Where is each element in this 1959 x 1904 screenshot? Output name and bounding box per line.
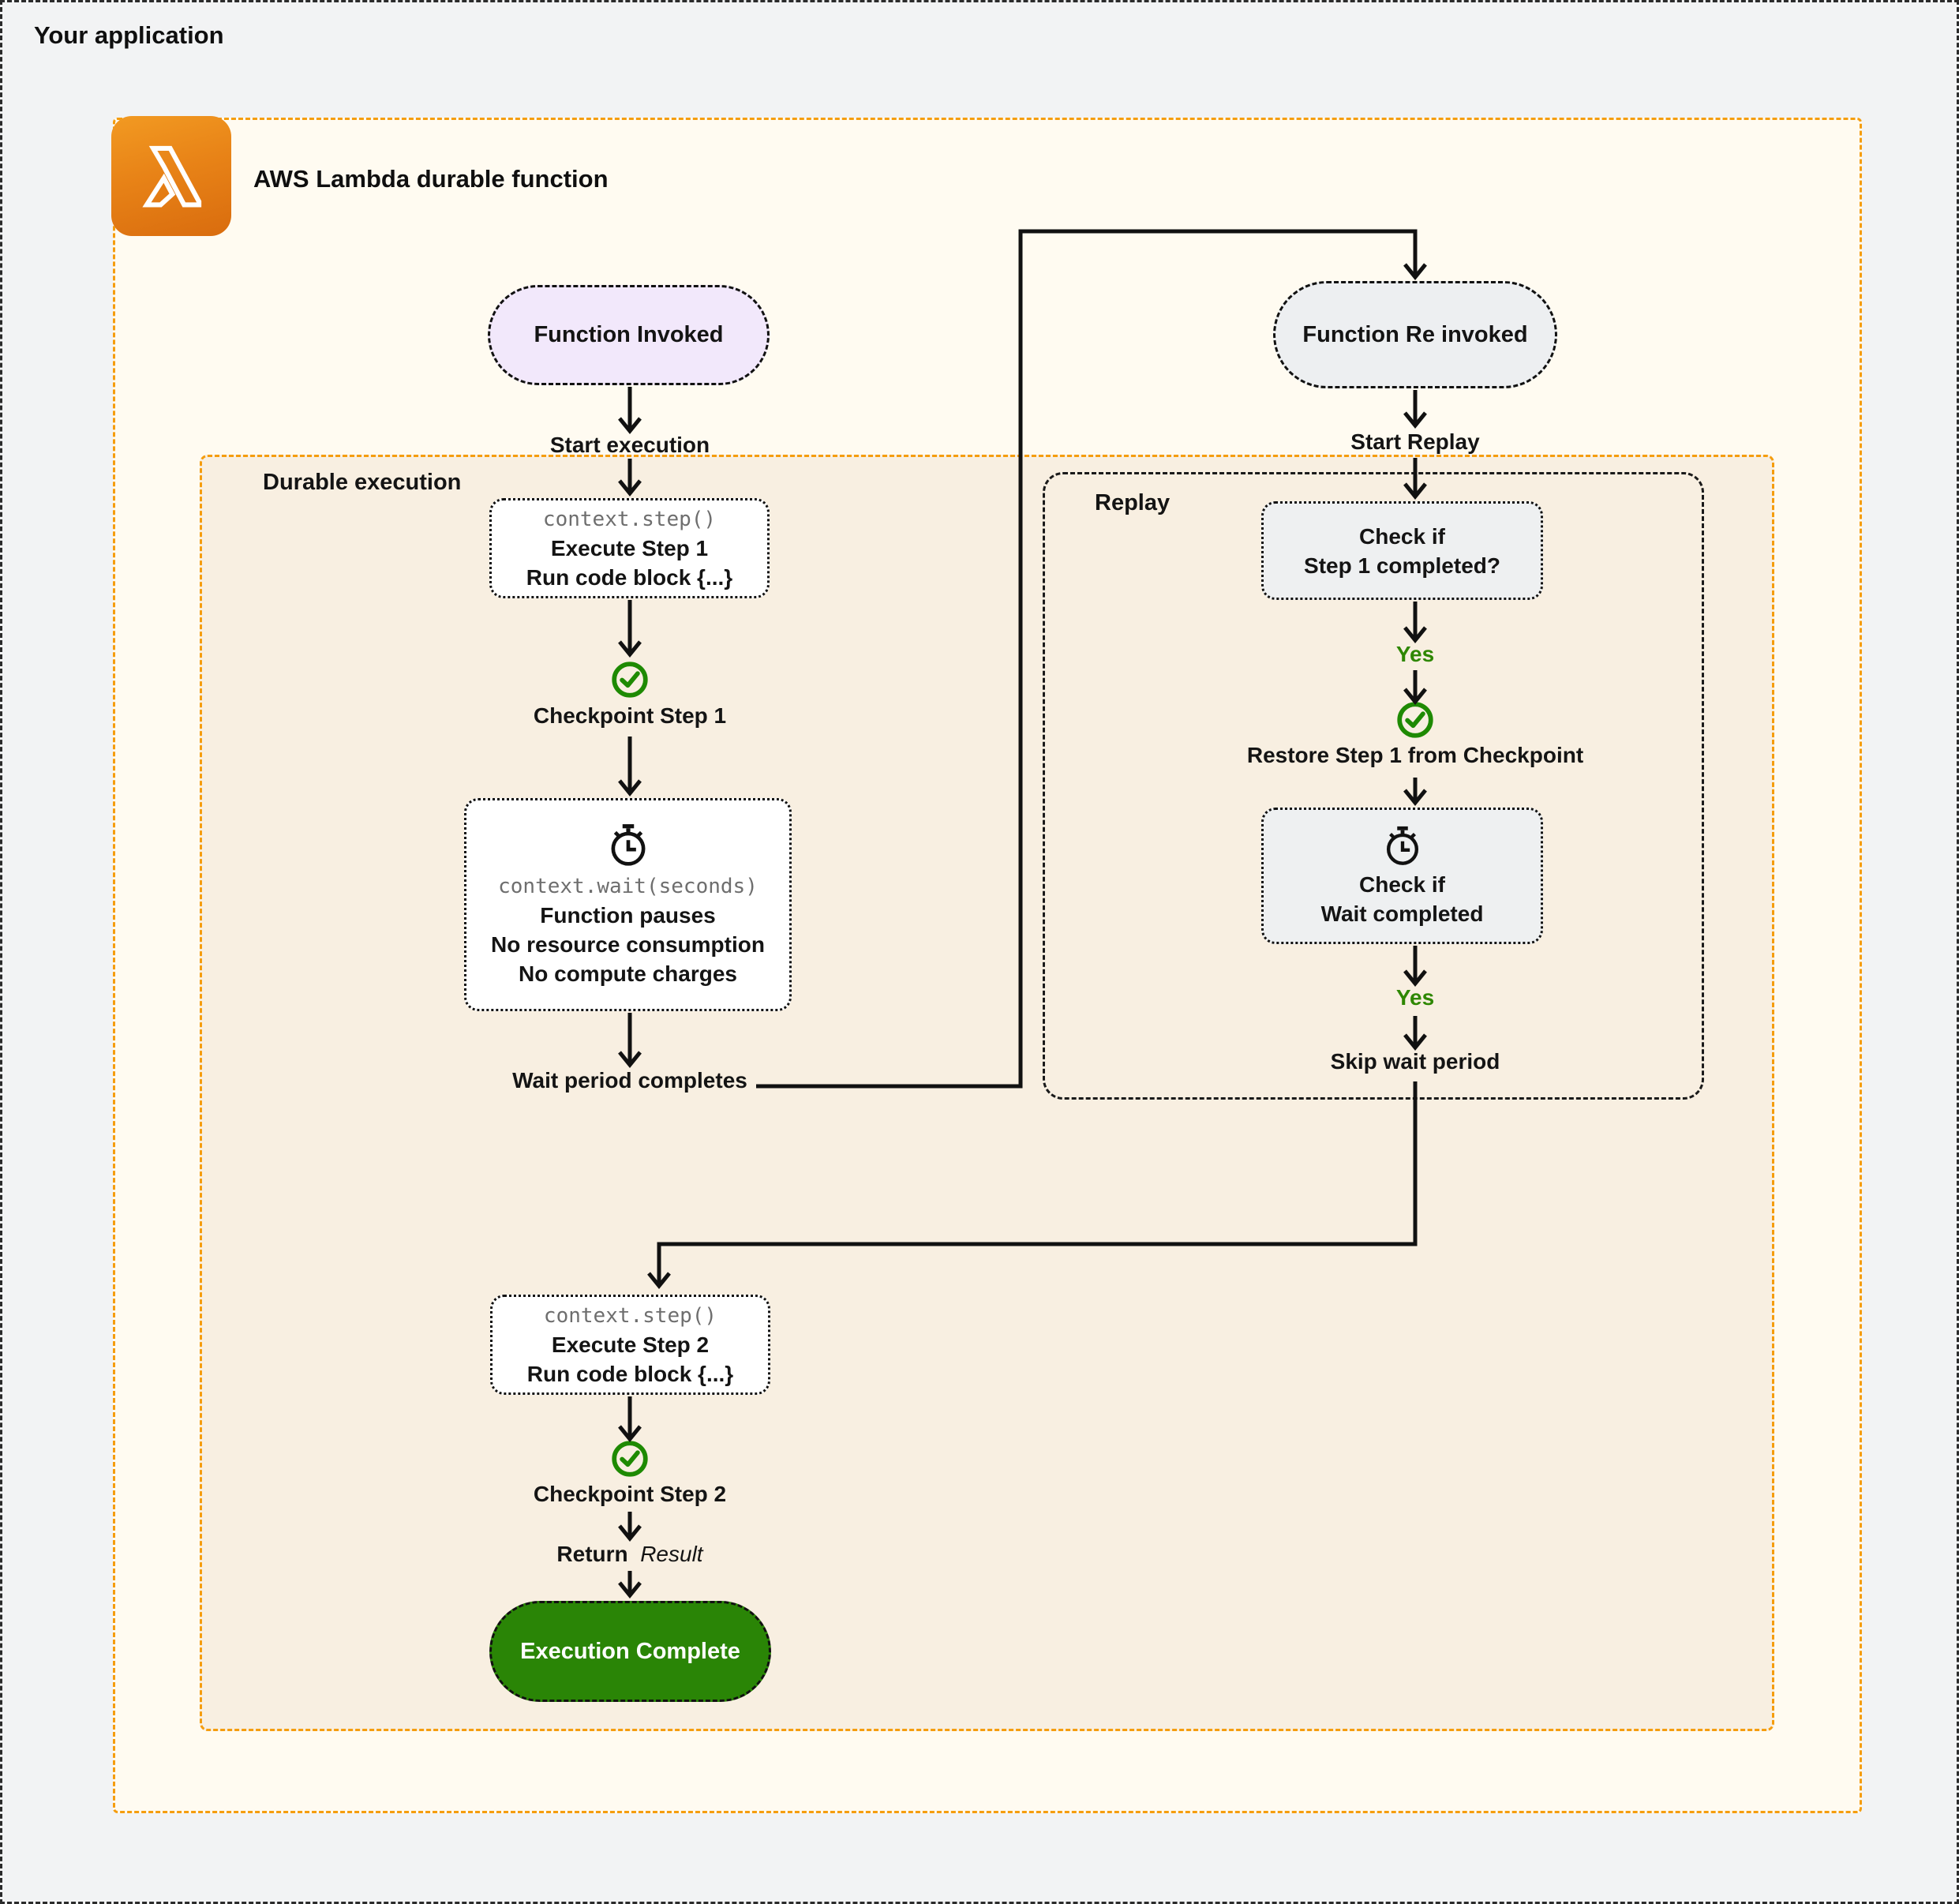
return-value — [634, 1542, 640, 1566]
node-function-invoked-label: Function Invoked — [534, 322, 724, 347]
check-wait-line1: Check if — [1359, 871, 1445, 897]
stopwatch-icon — [1386, 826, 1418, 865]
check-wait-line2: Wait completed — [1320, 901, 1484, 926]
durable-execution-label: Durable execution — [263, 470, 462, 495]
node-check-step1-completed: Check if Step 1 completed? — [1261, 501, 1543, 600]
step1-line2: Run code block {...} — [526, 564, 733, 590]
check-circle-icon-step1 — [610, 660, 650, 703]
label-skip-wait-period: Skip wait period — [1330, 1049, 1500, 1074]
check-step1-line2: Step 1 completed? — [1304, 553, 1500, 578]
label-checkpoint-step2: Checkpoint Step 2 — [533, 1482, 727, 1506]
step1-line1: Execute Step 1 — [550, 535, 709, 560]
label-wait-period-completes: Wait period completes — [512, 1068, 747, 1093]
label-checkpoint-step1: Checkpoint Step 1 — [533, 703, 727, 728]
return-keyword: Return — [556, 1542, 628, 1566]
lambda-function-title: AWS Lambda durable function — [253, 165, 609, 193]
stopwatch-icon — [611, 823, 645, 866]
return-value-text: Result — [640, 1542, 703, 1566]
node-execute-step1: context.step() Execute Step 1 Run code b… — [489, 498, 770, 598]
label-start-execution: Start execution — [549, 433, 710, 457]
node-check-wait-completed: Check if Wait completed — [1261, 808, 1543, 944]
aws-lambda-icon — [111, 116, 231, 236]
node-context-wait: context.wait(seconds) Function pauses No… — [464, 798, 792, 1011]
check-circle-icon-restore — [1395, 700, 1435, 744]
node-function-reinvoked: Function Re invoked — [1273, 281, 1557, 388]
node-function-reinvoked-label: Function Re invoked — [1302, 321, 1528, 347]
step2-code: context.step() — [543, 1303, 717, 1328]
label-return-result: Return Result — [556, 1542, 702, 1567]
step2-line1: Execute Step 2 — [551, 1332, 710, 1357]
step1-code: context.step() — [542, 507, 717, 531]
check-step1-line1: Check if — [1359, 523, 1445, 549]
lambda-glyph — [142, 145, 202, 208]
label-restore-step1: Restore Step 1 from Checkpoint — [1246, 743, 1584, 767]
check-circle-icon-step2 — [610, 1439, 650, 1482]
node-execution-complete-label: Execution Complete — [520, 1638, 740, 1664]
wait-line2: No resource consumption — [491, 931, 765, 957]
wait-code: context.wait(seconds) — [498, 874, 758, 898]
node-function-invoked: Function Invoked — [488, 285, 770, 385]
page-title: Your application — [34, 21, 224, 49]
node-execution-complete: Execution Complete — [489, 1601, 771, 1702]
label-yes-step1: Yes — [1395, 642, 1435, 666]
label-yes-wait: Yes — [1395, 985, 1435, 1010]
replay-label: Replay — [1095, 490, 1171, 515]
wait-line1: Function pauses — [540, 902, 716, 928]
label-start-replay: Start Replay — [1350, 429, 1480, 454]
node-execute-step2: context.step() Execute Step 2 Run code b… — [490, 1295, 770, 1395]
wait-line3: No compute charges — [519, 961, 737, 986]
step2-line2: Run code block {...} — [526, 1361, 734, 1386]
